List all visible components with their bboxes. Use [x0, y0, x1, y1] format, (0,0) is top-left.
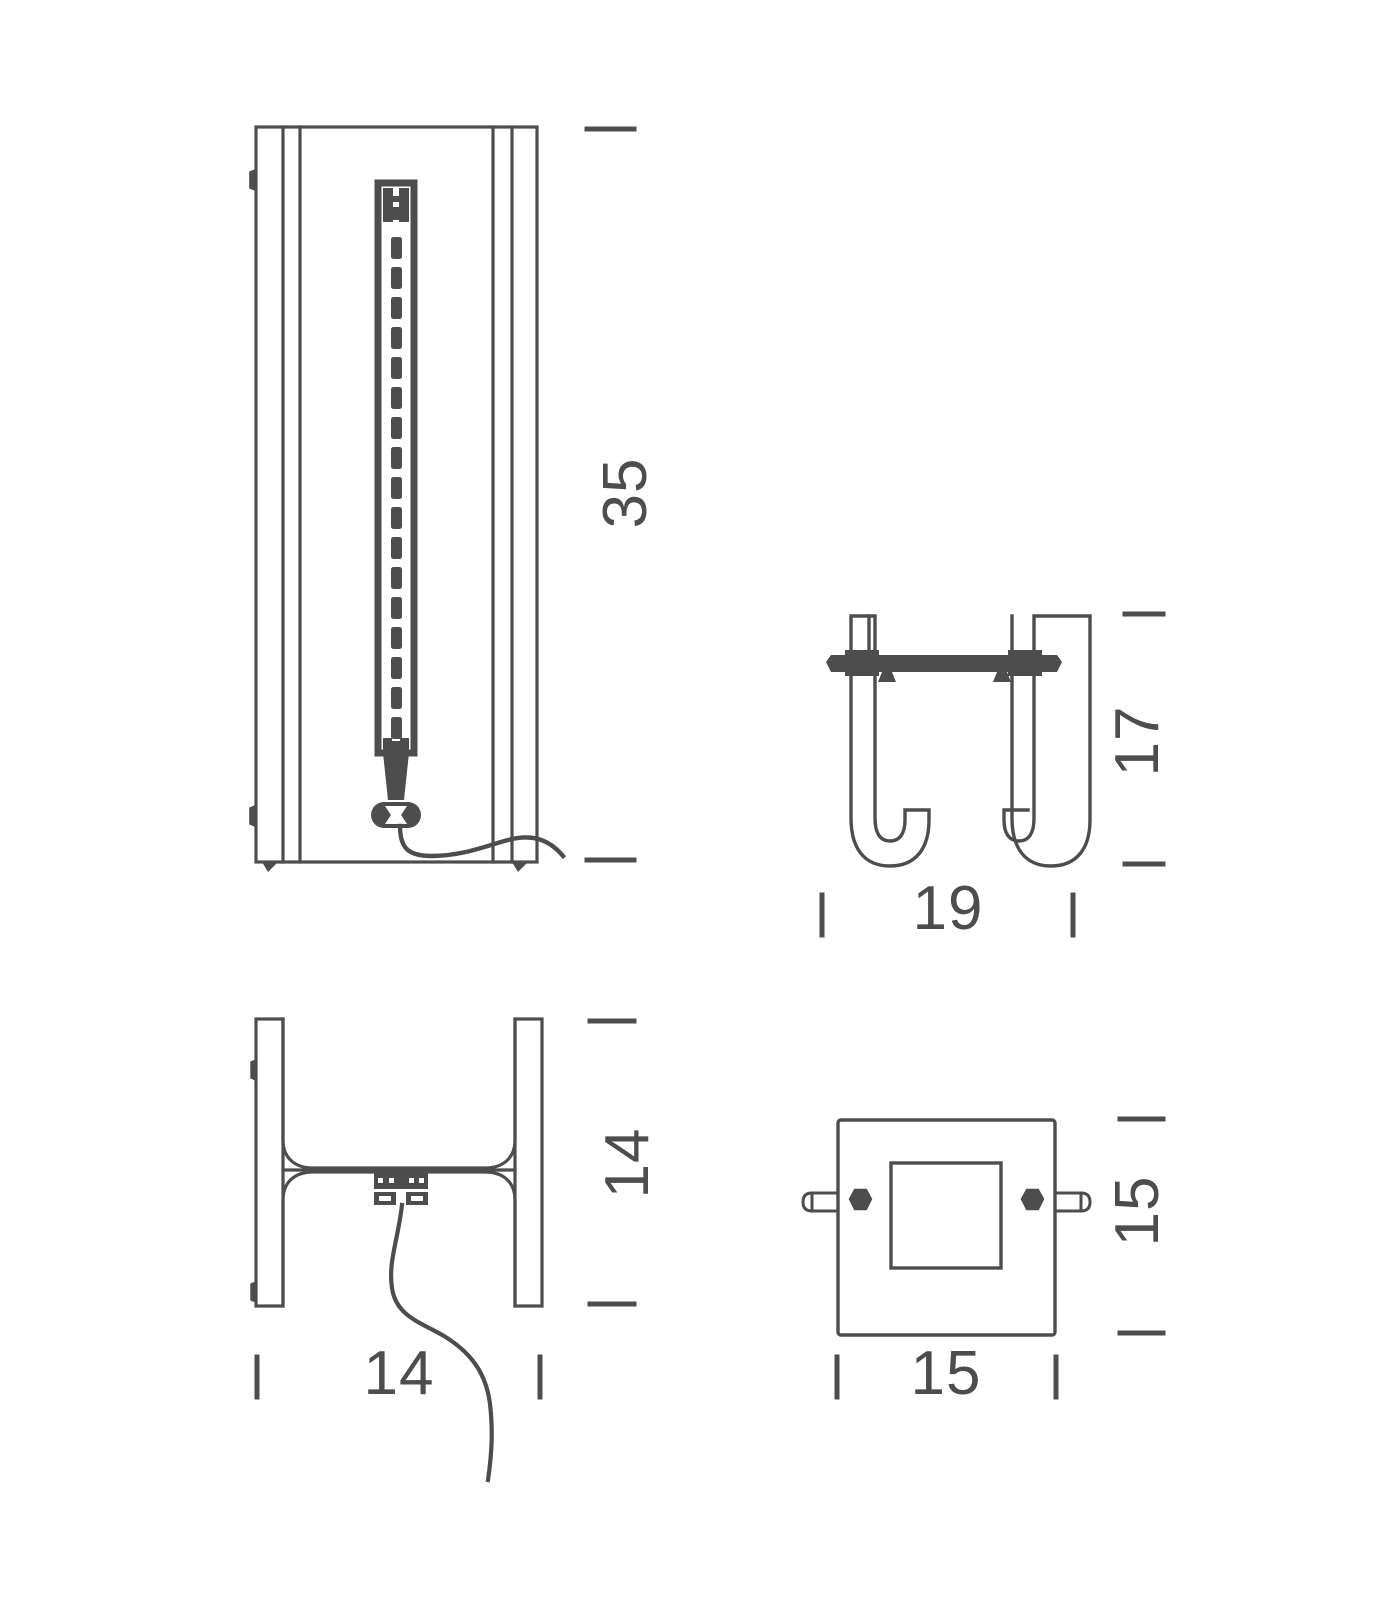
dimension-width-19 [819, 892, 1076, 938]
dim-label-base-width: 15 [910, 1339, 982, 1408]
dim-label-front-height: 35 [591, 457, 660, 529]
side-tab-lower [249, 804, 256, 828]
dimension-height-15 [1117, 1116, 1166, 1336]
dimension-height-17 [1122, 611, 1166, 867]
dim-label-bracket-width: 19 [912, 874, 984, 943]
led-strip-bottom-cap [383, 738, 409, 754]
bracket-mount-pips [878, 672, 1011, 682]
bracket-hook-left [849, 614, 931, 868]
wall-bracket-view [819, 611, 1166, 938]
body-outline [254, 125, 539, 864]
side-tab-upper [249, 168, 256, 192]
plan-flange-right [513, 1017, 544, 1308]
base-plate-view [801, 1116, 1166, 1400]
dim-label-plan-width: 14 [363, 1339, 435, 1408]
plan-connector-block [374, 1173, 428, 1205]
plan-web-upper [281, 1017, 517, 1170]
bracket-clamp-left [845, 650, 879, 676]
power-cable-front [397, 823, 567, 860]
base-plate-fixing-left [801, 1188, 873, 1213]
foot-right [512, 862, 528, 872]
swivel-joint [383, 753, 409, 800]
dim-label-base-height: 15 [1103, 1175, 1172, 1247]
dimension-width-15 [834, 1354, 1059, 1400]
plan-flange-left [254, 1017, 285, 1308]
base-plate-aperture [889, 1161, 1003, 1270]
led-element-group [391, 237, 402, 739]
led-strip-top-cap [383, 188, 409, 222]
plan-side-tab-lower [250, 1280, 257, 1304]
base-plate-outline [836, 1118, 1057, 1337]
plan-section-view [250, 1017, 637, 1483]
front-elevation-view [249, 125, 637, 872]
bracket-rail [826, 655, 1062, 672]
foot-left [262, 862, 278, 872]
bracket-hook-right [1002, 614, 1092, 868]
hex-nut-right [1020, 1188, 1045, 1211]
dim-label-bracket-height: 17 [1103, 705, 1172, 777]
hex-nut-left [848, 1188, 873, 1211]
dim-label-plan-depth: 14 [593, 1127, 662, 1199]
strip-base-hub [371, 802, 421, 828]
power-cable-plan [389, 1202, 494, 1483]
base-plate-fixing-right [1020, 1188, 1092, 1213]
dimension-width-14 [254, 1354, 543, 1400]
dimension-height-35 [584, 126, 637, 863]
bracket-clamp-right [1008, 650, 1042, 676]
plan-web-lower [281, 1170, 517, 1308]
dimension-depth-14 [587, 1018, 637, 1307]
plan-side-tab-upper [250, 1058, 257, 1082]
